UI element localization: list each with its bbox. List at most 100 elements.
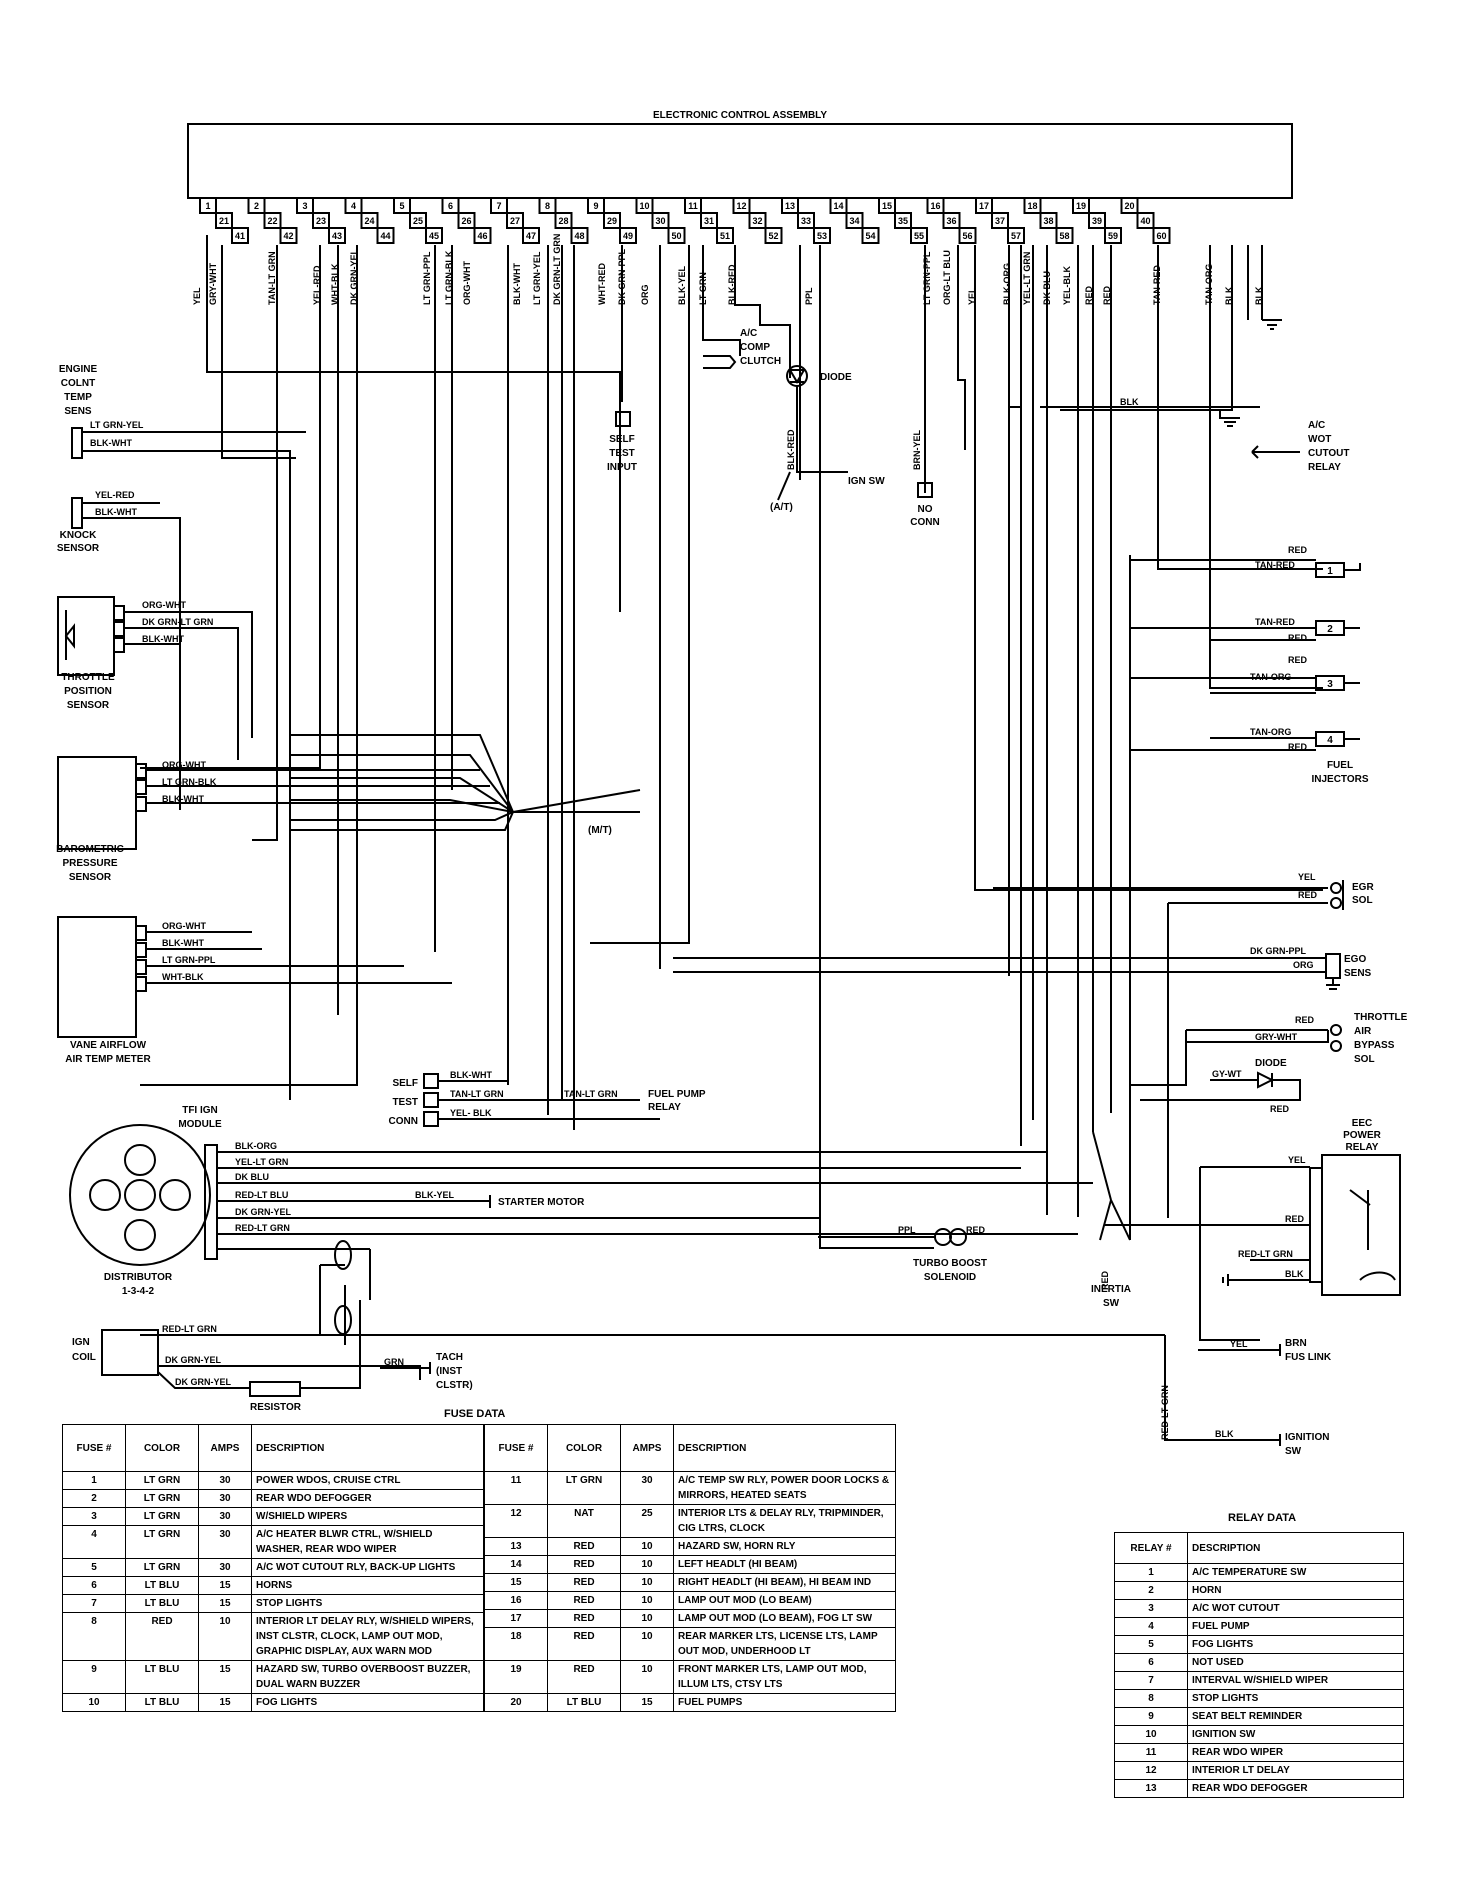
fuse-description: HAZARD SW, HORN RLY [673,1537,896,1556]
wire-label: BLK-WHT [90,438,132,448]
wire-color-label: YEL-BLK [1062,266,1072,305]
pin-box [813,227,831,244]
svg-text:VANE AIRFLOW: VANE AIRFLOW [70,1040,147,1051]
pin-box [360,212,379,229]
injector-numbers: 1 2 3 4 [1327,566,1333,746]
pin-box [781,197,799,214]
tfi-wire-labels: BLK-ORG YEL-LT GRN DK BLU RED-LT BLU DK … [235,1141,454,1233]
svg-text:POSITION: POSITION [64,686,112,697]
fuse-description: A/C HEATER BLWR CTRL, W/SHIELD WASHER, R… [251,1525,484,1559]
pin-number: 37 [995,216,1005,226]
pin-number: 14 [833,201,843,211]
pin-number: 59 [1108,231,1118,241]
wire-label: ORG-WHT [162,921,206,931]
wire-label: DK GRN-YEL [165,1355,222,1365]
pin-number: 35 [898,216,908,226]
pin-box [490,197,508,214]
fuse-number: 16 [484,1591,548,1610]
pin-number: 47 [526,231,536,241]
svg-text:RED-LT GRN: RED-LT GRN [1160,1385,1170,1440]
pin-number: 48 [574,231,584,241]
svg-text:FUEL PUMP: FUEL PUMP [648,1089,706,1100]
relay-description: A/C WOT CUTOUT [1187,1599,1404,1618]
svg-text:EGO: EGO [1344,954,1366,965]
fuse-description: FOG LIGHTS [251,1693,484,1712]
pin-number: 30 [655,216,665,226]
svg-text:PPL: PPL [898,1225,916,1235]
fuse-amps: 10 [620,1537,674,1556]
pin-number: 24 [364,216,374,226]
pin-number: 40 [1140,216,1150,226]
fuse-number: 19 [484,1660,548,1694]
wire-label: YEL [1298,872,1316,882]
fuse-color: LT BLU [547,1693,621,1712]
knock-sensor-label: KNOCK SENSOR [57,530,100,554]
pin-number: 4 [351,201,356,211]
pin-box [942,212,961,229]
pin-number: 50 [671,231,681,241]
wire-color-label: BLK-ORG [1002,263,1012,305]
svg-text:DISTRIBUTOR: DISTRIBUTOR [104,1272,173,1283]
wire-color-label: ORG-LT BLU [942,250,952,305]
pin-box [263,212,282,229]
svg-text:CONN: CONN [389,1116,418,1127]
fuse-color: LT GRN [547,1471,621,1505]
pin-box [732,197,751,214]
eca-title: ELECTRONIC CONTROL ASSEMBLY [653,110,827,121]
svg-text:RED: RED [1285,1214,1305,1224]
svg-text:SW: SW [1103,1298,1120,1309]
at-label: (A/T) [770,502,793,513]
svg-text:COMP: COMP [740,342,770,353]
pin-box [829,197,848,214]
pin-number: 21 [219,216,229,226]
pin-box [554,212,573,229]
relay-number: 6 [1114,1653,1188,1672]
svg-text:A/C: A/C [1308,420,1325,431]
pin-box [344,197,363,214]
pin-number: 22 [267,216,277,226]
col-amps: AMPS [198,1424,252,1472]
wire-color-label: YEL-RED [312,265,322,305]
wire-color-label: YEL-LT GRN [1022,252,1032,305]
pin-number: 58 [1059,231,1069,241]
svg-text:ENGINE: ENGINE [59,364,98,375]
svg-text:MODULE: MODULE [178,1119,222,1130]
col-fuse: FUSE # [62,1424,126,1472]
wire-label: BLK-WHT [162,938,204,948]
fuse-amps: 10 [620,1627,674,1661]
brn-fus-link-label: BRN FUS LINK [1285,1338,1332,1363]
starter-motor-label: STARTER MOTOR [498,1197,585,1208]
relay-number: 3 [1114,1599,1188,1618]
pin-box [635,197,654,214]
wire-label: RED [1298,890,1318,900]
fuse-description: FRONT MARKER LTS, LAMP OUT MOD, ILLUM LT… [673,1660,896,1694]
resistor-label: RESISTOR [250,1402,302,1413]
tach-label: TACH (INST CLSTR) [436,1352,473,1391]
svg-text:RED: RED [1288,655,1308,665]
wire-color-label: TAN-RED [1152,265,1162,305]
relay-description: INTERVAL W/SHIELD WIPER [1187,1671,1404,1690]
wire-label: BLK-WHT [162,794,204,804]
fuse-number: 15 [484,1573,548,1592]
svg-text:RED-LT GRN: RED-LT GRN [235,1223,290,1233]
pin-number: 8 [545,201,550,211]
pin-number: 26 [461,216,471,226]
pin-box [910,227,928,244]
col-color: COLOR [125,1424,199,1472]
svg-text:TAN-ORG: TAN-ORG [1250,672,1291,682]
wire-label: LT GRN-BLK [162,777,217,787]
fuse-amps: 10 [620,1660,674,1694]
relay-description: FUEL PUMP [1187,1617,1404,1636]
pin-box [376,227,395,244]
